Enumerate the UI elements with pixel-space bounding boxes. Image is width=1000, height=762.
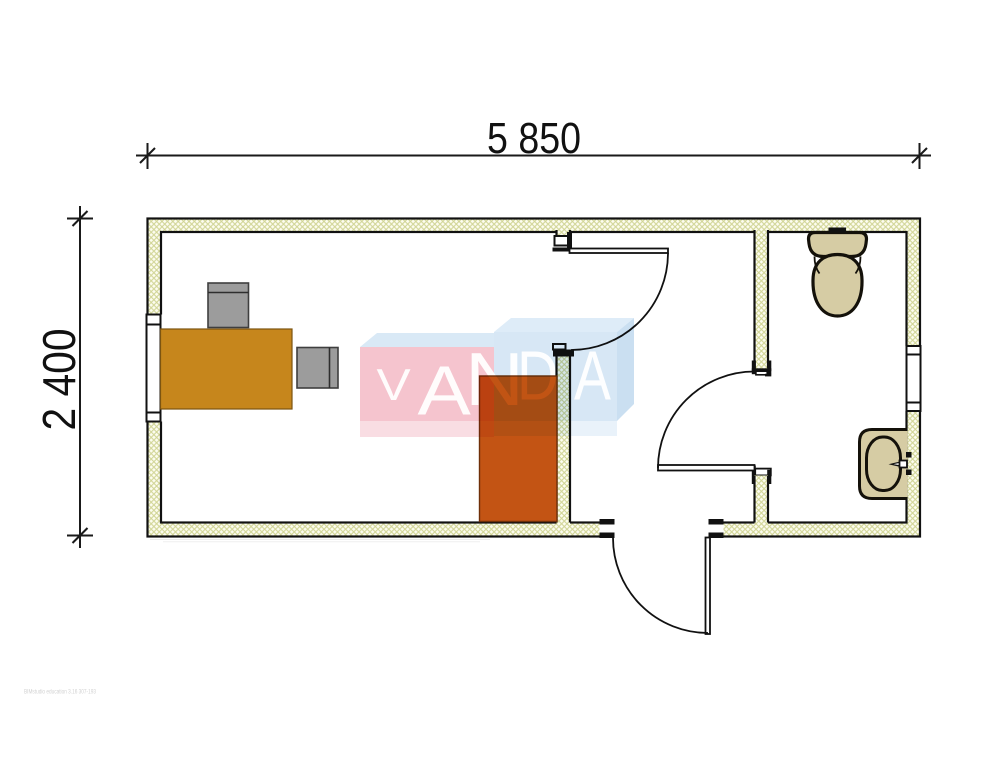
svg-text:5 850: 5 850: [487, 114, 581, 163]
svg-text:A: A: [418, 351, 471, 429]
svg-text:V: V: [377, 360, 411, 410]
svg-text:D: D: [517, 336, 559, 414]
svg-text:N: N: [465, 337, 524, 422]
svg-text:BIMstudio education 3.16 307-1: BIMstudio education 3.16 307-193: [24, 689, 96, 696]
svg-text:A: A: [574, 337, 611, 414]
svg-text:2 400: 2 400: [33, 329, 85, 431]
